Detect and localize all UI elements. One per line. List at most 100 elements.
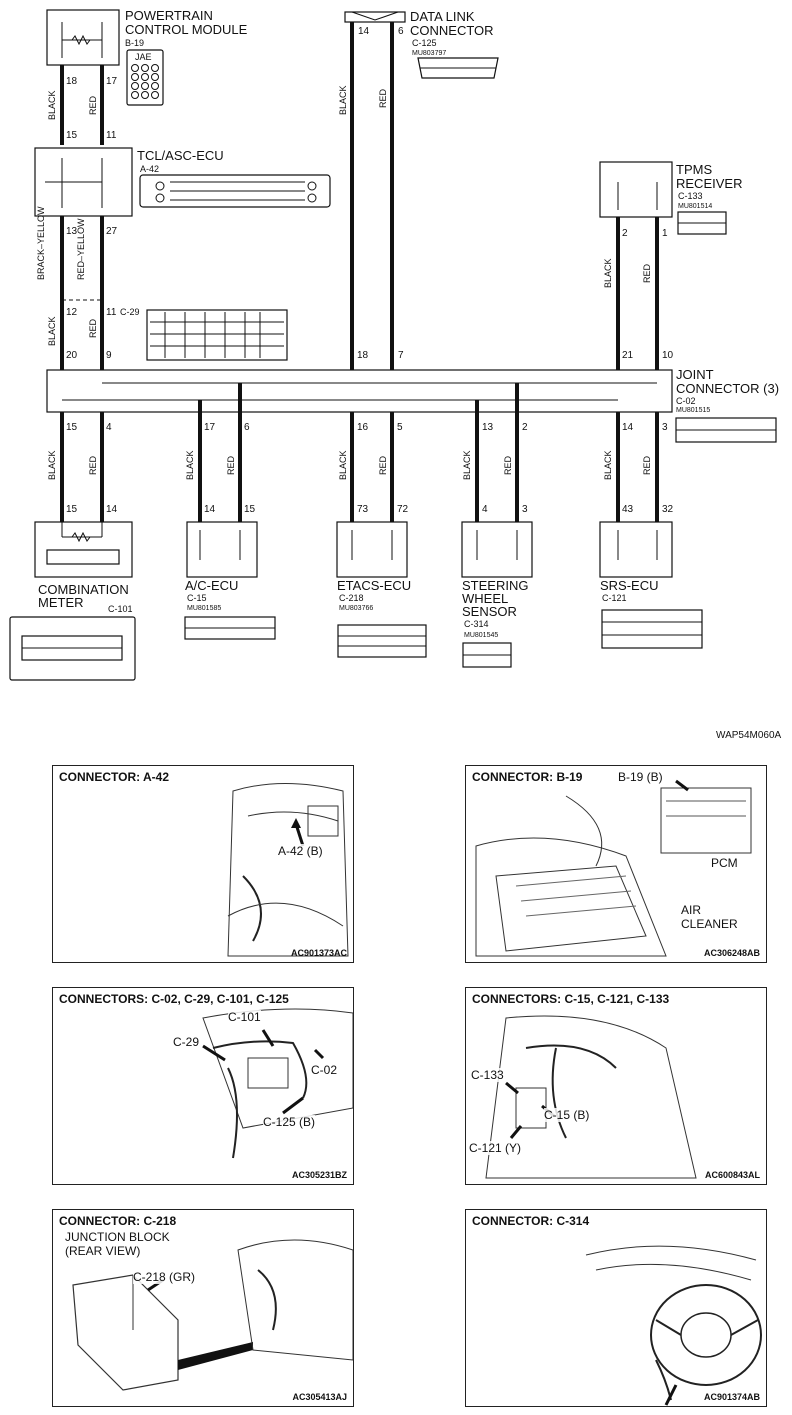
pin-etacs-red: 72: [397, 504, 409, 515]
tcl-asc-ecu: TCL/ASC-ECU A-42: [34, 147, 331, 217]
label-black-8: BLACK: [462, 450, 472, 480]
label-red-5: RED: [88, 455, 98, 475]
dlc-title-1: DATA LINK: [410, 9, 475, 24]
pin-j-etacs-black: 16: [357, 422, 369, 433]
c02-callout-c101: C-101: [228, 1010, 261, 1024]
pin-tcl-bot-red: 27: [106, 226, 118, 237]
pcm-title-1: POWERTRAIN: [125, 8, 213, 23]
pcm-title-2: CONTROL MODULE: [125, 22, 248, 37]
pin-tpms-red: 1: [662, 228, 668, 239]
b19-callout-air: AIR: [681, 903, 702, 917]
tpms-title-2: RECEIVER: [676, 176, 742, 191]
srs-ecu: SRS-ECU C-121: [599, 521, 703, 649]
pin-tcl-bot-black: 13: [66, 226, 78, 237]
pin-tpms-black: 2: [622, 228, 628, 239]
c218-callout: C-218 (GR): [133, 1270, 196, 1284]
c29-code: C-29: [120, 307, 140, 317]
label-red-3: RED: [378, 88, 388, 108]
etacs-part: MU803766: [339, 605, 373, 612]
pin-steer-black: 4: [482, 504, 488, 515]
c314-code: AC901374AB: [703, 1392, 760, 1402]
c218-code: AC305413AJ: [292, 1392, 347, 1402]
tcl-code: A-42: [140, 164, 159, 174]
steering-wheel-sensor: STEERING WHEEL SENSOR C-314 MU801545: [461, 521, 533, 668]
c02-callout-c02: C-02: [311, 1063, 338, 1077]
label-red-2: RED: [88, 318, 98, 338]
pin-c29-bot-red: 9: [106, 350, 112, 361]
label-black-yellow: BRACK–YELLOW: [36, 206, 46, 280]
label-red-6: RED: [226, 455, 236, 475]
srs-code: C-121: [602, 593, 627, 603]
pin-tpms-j-black: 21: [622, 350, 634, 361]
label-black-6: BLACK: [185, 450, 195, 480]
pin-meter-black: 15: [66, 504, 78, 515]
b19-callout-cleaner: CLEANER: [681, 917, 738, 931]
pin-etacs-black: 73: [357, 504, 369, 515]
etacs-title: ETACS-ECU: [337, 578, 411, 593]
c02-illustration: [202, 1008, 353, 1159]
pin-meter-red: 14: [106, 504, 118, 515]
pin-ac-red: 15: [244, 504, 256, 515]
c218-title: CONNECTOR: C-218: [59, 1214, 177, 1228]
b19-callout-connector: B-19 (B): [618, 770, 663, 784]
etacs-code: C-218: [339, 593, 364, 603]
c218-rear-view: (REAR VIEW): [65, 1244, 141, 1258]
data-link-connector: DATA LINK CONNECTOR C-125 MU803797: [344, 9, 499, 79]
steer-title-1: STEERING: [462, 578, 528, 593]
steer-part: MU801545: [464, 632, 498, 639]
a42-title: CONNECTOR: A-42: [59, 770, 170, 784]
pcm-module: POWERTRAIN CONTROL MODULE B-19 JAE: [46, 8, 248, 106]
joint-title-1: JOINT: [676, 367, 714, 382]
label-black-9: BLACK: [603, 450, 613, 480]
label-black-5: BLACK: [47, 450, 57, 480]
tpms-code: C-133: [678, 191, 703, 201]
c314-illustration: [585, 1245, 762, 1406]
meter-code: C-101: [108, 604, 133, 614]
pin-pcm-red: 17: [106, 76, 118, 87]
label-black-4: BLACK: [603, 258, 613, 288]
panel-connector-c314: CONNECTOR: C-314 AC901374AB: [465, 1209, 767, 1407]
pin-j-steer-black: 13: [482, 422, 494, 433]
a42-code: AC901373AC: [290, 948, 347, 958]
panel-connectors-c15: CONNECTORS: C-15, C-121, C-133 C-133 C-1…: [465, 987, 767, 1185]
ac-ecu: A/C-ECU C-15 MU801585: [184, 521, 276, 640]
pin-tpms-j-red: 10: [662, 350, 674, 361]
panel-connector-b19: CONNECTOR: B-19 B-19 (B) PCM AIR CLEANER…: [465, 765, 767, 963]
pin-ac-black: 14: [204, 504, 216, 515]
panel-connector-a42: CONNECTOR: A-42 A-42 (B) AC901373AC: [52, 765, 354, 963]
c02-title: CONNECTORS: C-02, C-29, C-101, C-125: [59, 992, 289, 1006]
pin-j-meter-black: 15: [66, 422, 78, 433]
tcl-title: TCL/ASC-ECU: [137, 148, 224, 163]
pin-j-ac-red: 6: [244, 422, 250, 433]
label-black-2: BLACK: [47, 316, 57, 346]
label-red-4: RED: [642, 263, 652, 283]
a42-callout: A-42 (B): [278, 844, 323, 858]
pin-dlc-red: 6: [398, 26, 404, 37]
pin-tcl-top-red: 11: [106, 130, 117, 141]
srs-title: SRS-ECU: [600, 578, 659, 593]
ac-part: MU801585: [187, 605, 221, 612]
steer-title-2: WHEEL: [462, 591, 508, 606]
joint-title-2: CONNECTOR (3): [676, 381, 779, 396]
b19-illustration: [475, 779, 752, 957]
c218-junction-block: JUNCTION BLOCK: [65, 1230, 170, 1244]
joint-connector: JOINT CONNECTOR (3) C-02 MU801515: [46, 367, 779, 443]
c02-code: AC305231BZ: [291, 1170, 347, 1180]
joint-part: MU801515: [676, 407, 710, 414]
pin-tcl-top-black: 15: [66, 130, 78, 141]
tpms-title-1: TPMS: [676, 162, 712, 177]
c15-illustration: [485, 1015, 697, 1179]
panel-connector-c218: CONNECTOR: C-218 JUNCTION BLOCK (REAR VI…: [52, 1209, 354, 1407]
tpms-part: MU801514: [678, 203, 712, 210]
dlc-title-2: CONNECTOR: [410, 23, 494, 38]
b19-code: AC306248AB: [703, 948, 760, 958]
ac-title: A/C-ECU: [185, 578, 238, 593]
label-black-3: BLACK: [338, 85, 348, 115]
pcm-connector-label: JAE: [135, 52, 152, 62]
c02-callout-c29: C-29: [173, 1035, 200, 1049]
pin-srs-red: 32: [662, 504, 674, 515]
pin-dlc-j-red: 7: [398, 350, 404, 361]
pin-j-steer-red: 2: [522, 422, 528, 433]
steer-code: C-314: [464, 619, 489, 629]
c15-code: AC600843AL: [704, 1170, 760, 1180]
